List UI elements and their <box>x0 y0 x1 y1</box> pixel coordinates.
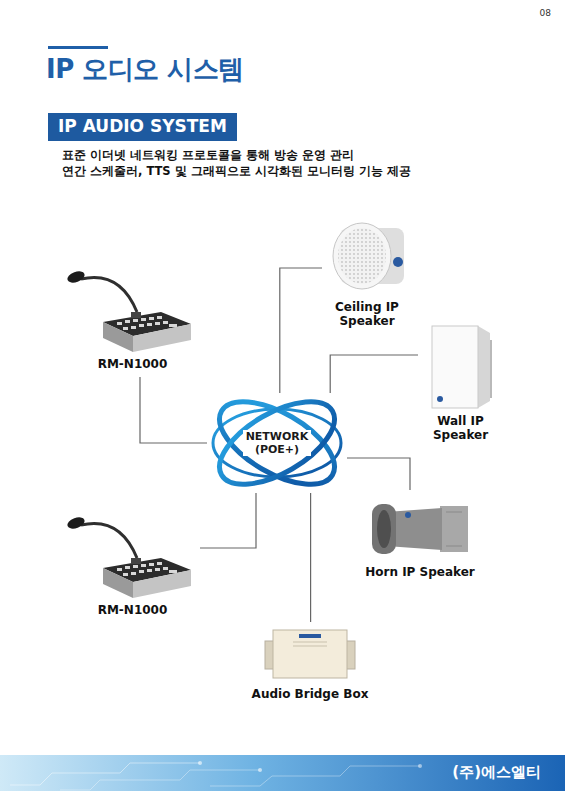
connector-line <box>140 377 207 443</box>
device-caption: Audio Bridge Box <box>250 687 370 701</box>
network-hub: NETWORK (POE+) <box>207 393 347 493</box>
wall-speaker-illustration <box>432 326 492 408</box>
connector-line <box>330 355 418 393</box>
rm-console-node: RM-N1000 <box>65 508 200 623</box>
atom-orbit <box>207 393 347 493</box>
rm-console-node: RM-N1000 <box>65 262 200 377</box>
rm-console-illustration <box>66 269 191 352</box>
wall-speaker-node: Wall IP Speaker <box>418 322 503 448</box>
audio-bridge-box-illustration <box>265 630 355 678</box>
network-label: NETWORK (POE+) <box>243 430 311 456</box>
band-text: IP AUDIO SYSTEM <box>58 116 227 137</box>
ceiling-speaker-illustration <box>333 223 404 289</box>
device-caption: RM-N1000 <box>65 603 200 617</box>
horn-speaker-illustration <box>372 504 468 554</box>
connector-line <box>347 458 410 490</box>
bridge-box-node: Audio Bridge Box <box>250 622 370 707</box>
title-bar <box>48 46 108 49</box>
horn-speaker-node: Horn IP Speaker <box>365 490 475 585</box>
device-caption: Ceiling IP Speaker <box>322 300 412 328</box>
ceiling-speaker-node: Ceiling IP Speaker <box>322 215 412 334</box>
section-band: IP AUDIO SYSTEM <box>48 113 237 141</box>
rm-console-illustration <box>66 515 191 598</box>
connector-line <box>200 493 256 548</box>
connector-line <box>280 268 322 393</box>
device-caption: Horn IP Speaker <box>365 565 475 579</box>
company-name: (주)에스엘티 <box>452 763 541 782</box>
device-caption: Wall IP Speaker <box>418 414 503 442</box>
page-title: IP 오디오 시스템 <box>46 52 244 87</box>
device-caption: RM-N1000 <box>65 357 200 371</box>
subtitle-line: 표준 이더넷 네트워킹 프로토콜을 통해 방송 운영 관리 <box>62 148 354 163</box>
subtitle-line: 연간 스케줄러, TTS 및 그래픽으로 시각화된 모니터링 기능 제공 <box>62 164 411 179</box>
atom-orbit <box>207 393 347 493</box>
connector-line <box>310 493 311 622</box>
page-number: 08 <box>540 8 551 18</box>
footer-bar <box>0 755 565 791</box>
